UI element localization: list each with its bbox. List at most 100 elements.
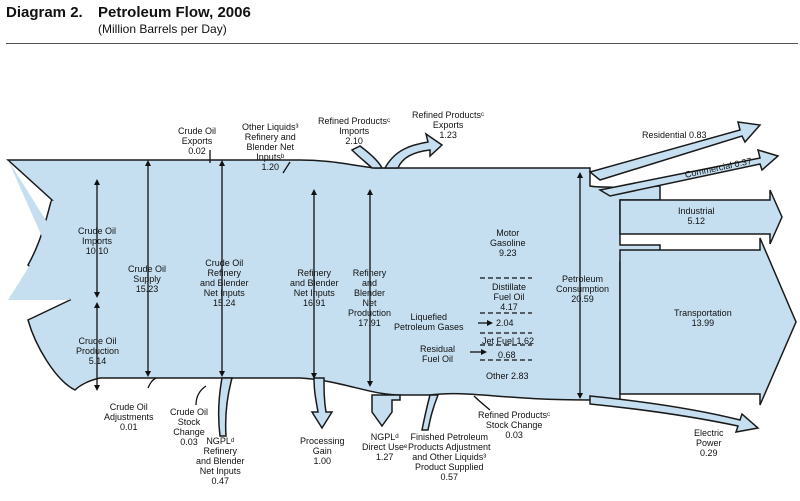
refinery-inputs-value: 16.91: [303, 298, 326, 308]
other-name: Other: [486, 371, 509, 381]
ngpl-direct-use-value: 1.27: [375, 452, 394, 462]
finished-products-label: Finished Petroleum Products Adjustment a…: [408, 432, 491, 482]
crude-refinery-inputs-name: Crude Oil Refinery and Blender Net Input…: [200, 258, 249, 298]
lpg-label: Liquefied Petroleum Gases: [394, 312, 464, 332]
distillate-value: 4.17: [500, 302, 518, 312]
other-liquids-value: 1.20: [261, 162, 280, 172]
distillate-label: Distillate Fuel Oil 4.17: [492, 282, 526, 312]
ngpl-direct-use-label: NGPLᵈ Direct Useᵉ 1.27: [362, 432, 407, 462]
crude-supply-name: Crude Oil Supply: [128, 264, 167, 284]
other-liquids-label: Other Liquids³ Refinery and Blender Net …: [242, 122, 299, 172]
refinery-production-name: Refinery and Blender Net Production: [348, 268, 392, 318]
other-value: 2.83: [511, 371, 529, 381]
transportation-name: Transportation: [674, 308, 732, 318]
diagram-title: Petroleum Flow, 2006: [98, 4, 251, 21]
ngpl-direct-use-flow: [371, 394, 401, 428]
refined-exports-label: Refined Productsᶜ Exports 1.23: [412, 110, 484, 140]
crude-supply-label: Crude Oil Supply 15.23: [128, 264, 166, 294]
ngpl-inputs-flow: [217, 377, 233, 437]
motor-gasoline-name: Motor Gasoline: [490, 228, 526, 248]
crude-oil-exports-label: Crude Oil Exports 0.02: [178, 126, 216, 156]
refined-stock-change-name: Refined Productsᶜ Stock Change: [478, 410, 551, 430]
crude-production-label: Crude Oil Production 5.14: [76, 336, 119, 366]
refinery-production-value: 17.91: [358, 318, 381, 328]
electric-power-name: Electric Power: [694, 428, 724, 448]
industrial-arrow: [619, 189, 783, 245]
lpg-name: Liquefied Petroleum Gases: [394, 312, 464, 332]
refined-stock-change-label: Refined Productsᶜ Stock Change 0.03: [478, 410, 550, 440]
processing-gain-value: 1.00: [313, 456, 332, 466]
refinery-production-label: Refinery and Blender Net Production 17.9…: [348, 268, 391, 328]
residential-value: 0.83: [689, 130, 707, 140]
residential-label: Residential 0.83: [642, 130, 707, 140]
crude-stock-change-name: Crude Oil Stock Change: [170, 407, 209, 437]
motor-gasoline-value: 9.23: [499, 248, 517, 258]
crude-refinery-inputs-label: Crude Oil Refinery and Blender Net Input…: [200, 258, 249, 308]
crude-imports-name: Crude Oil Imports: [78, 226, 117, 246]
industrial-name: Industrial: [678, 206, 715, 216]
transportation-label: Transportation 13.99: [674, 308, 732, 328]
residential-name: Residential: [642, 130, 687, 140]
refined-imports-value: 2.10: [345, 136, 363, 146]
lpg-value: 2.04: [496, 318, 514, 328]
finished-products-name: Finished Petroleum Products Adjustment a…: [408, 432, 491, 472]
crude-imports-label: Crude Oil Imports 10.10: [78, 226, 116, 256]
finished-products-value: 0.57: [440, 472, 459, 482]
processing-gain-label: Processing Gain 1.00: [300, 436, 345, 466]
transportation-value: 13.99: [691, 318, 715, 328]
crude-imports-inlet: [8, 160, 70, 300]
residual-label: Residual Fuel Oil: [420, 344, 455, 364]
commercial-arrow: [597, 148, 780, 197]
residual-value: 0.68: [498, 350, 516, 360]
other-label: Other 2.83: [486, 371, 529, 381]
distillate-name: Distillate Fuel Oil: [492, 282, 527, 302]
diagram-heading: Diagram 2. Petroleum Flow, 2006: [6, 4, 251, 21]
petroleum-consumption-value: 20.59: [571, 294, 594, 304]
refined-stock-change-value: 0.03: [505, 430, 523, 440]
adjustments-pointer: [147, 377, 157, 389]
refined-imports-name: Refined Productsᶜ Imports: [318, 116, 391, 136]
crude-adjustments-label: Crude Oil Adjustments 0.01: [104, 402, 154, 432]
refined-exports-flow: [383, 132, 444, 169]
crude-refinery-inputs-value: 15.24: [213, 298, 236, 308]
crude-supply-value: 15.23: [135, 284, 159, 294]
crude-stock-change-label: Crude Oil Stock Change 0.03: [170, 407, 208, 447]
processing-gain-name: Processing Gain: [300, 436, 345, 456]
crude-oil-exports-name: Crude Oil Exports: [178, 126, 217, 146]
refined-exports-name: Refined Productsᶜ Exports: [412, 110, 485, 130]
ngpl-inputs-label: NGPLᵈ Refinery and Blender Net Inputs 0.…: [196, 436, 245, 486]
stock-change-pointer: [195, 385, 207, 406]
refined-imports-label: Refined Productsᶜ Imports 2.10: [318, 116, 390, 146]
crude-adjustments-value: 0.01: [120, 422, 138, 432]
electric-power-value: 0.29: [699, 448, 718, 458]
crude-imports-value: 10.10: [85, 246, 109, 256]
jet-fuel-label: Jet Fuel 1.62: [482, 336, 534, 346]
crude-production-name: Crude Oil Production: [76, 336, 120, 356]
other-liquids-pointer: [282, 161, 291, 174]
crude-oil-exports-value: 0.02: [188, 146, 206, 156]
ngpl-inputs-name: NGPLᵈ Refinery and Blender Net Inputs: [196, 436, 245, 476]
diagram-number: Diagram 2.: [6, 4, 83, 21]
electric-power-arrow: [589, 395, 760, 433]
finished-products-flow: [421, 394, 440, 431]
refined-exports-value: 1.23: [439, 130, 457, 140]
petroleum-consumption-label: Petroleum Consumption 20.59: [556, 274, 609, 304]
refinery-inputs-label: Refinery and Blender Net Inputs 16.91: [290, 268, 339, 308]
refined-stock-pointer: [473, 395, 491, 411]
transportation-arrow: [619, 237, 797, 406]
electric-power-label: Electric Power 0.29: [694, 428, 724, 458]
motor-gasoline-label: Motor Gasoline 9.23: [490, 228, 526, 258]
ngpl-inputs-value: 0.47: [211, 476, 230, 486]
crude-adjustments-name: Crude Oil Adjustments: [104, 402, 154, 422]
diagram-subtitle: (Million Barrels per Day): [98, 22, 227, 36]
header-divider: [6, 43, 798, 44]
crude-production-value: 5.14: [88, 356, 107, 366]
industrial-value: 5.12: [687, 216, 706, 226]
industrial-label: Industrial 5.12: [678, 206, 715, 226]
crude-stock-change-value: 0.03: [180, 437, 198, 447]
refined-imports-flow: [350, 145, 384, 169]
jet-fuel-value: 1.62: [516, 336, 535, 346]
refinery-inputs-name: Refinery and Blender Net Inputs: [290, 268, 339, 298]
ngpl-direct-use-name: NGPLᵈ Direct Useᵉ: [362, 432, 408, 452]
